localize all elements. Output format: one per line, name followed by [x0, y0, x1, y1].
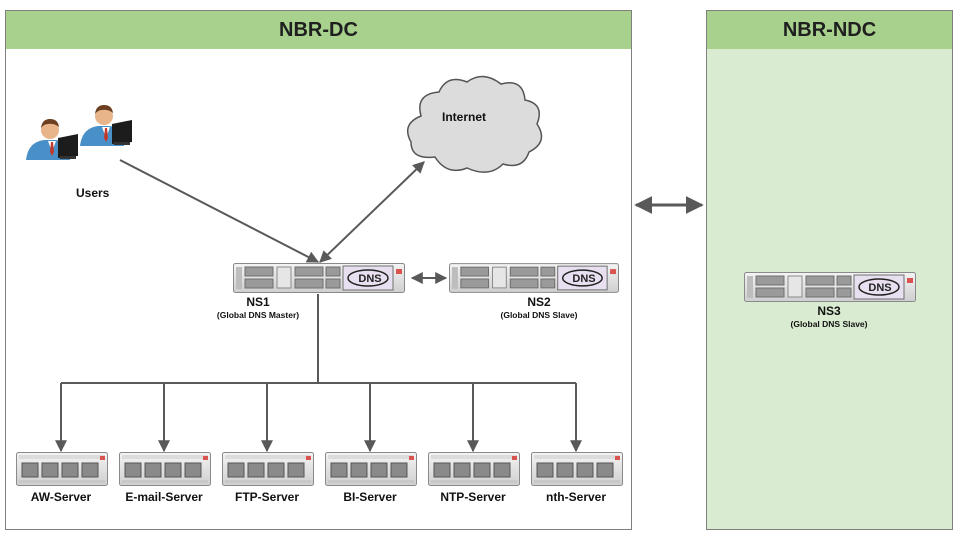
nbr-ndc-panel: NBR-NDC [706, 10, 953, 530]
server-drop-lines [55, 383, 582, 453]
server-label: NTP-Server [440, 490, 506, 504]
ns1-to-internet-link [319, 161, 425, 263]
users-to-ns1-link [119, 159, 320, 263]
ns2-name-label: NS2 [527, 295, 551, 309]
ns3-name-label: NS3 [817, 304, 841, 318]
server-label: BI-Server [343, 490, 397, 504]
users-label: Users [76, 186, 110, 200]
ns2-dns-badge: DNS [572, 273, 595, 285]
app-server-icon [119, 452, 211, 486]
nbr-dc-title: NBR-DC [6, 11, 631, 49]
app-server-icon [16, 452, 108, 486]
ns1-role-label: (Global DNS Master) [216, 310, 300, 320]
app-server-icon [428, 452, 520, 486]
server-label: AW-Server [30, 490, 92, 504]
app-server-icon [222, 452, 314, 486]
ns1-dns-badge: DNS [358, 273, 381, 285]
user-person-icon [80, 105, 132, 146]
ns3-dns-badge: DNS [868, 282, 891, 294]
user-person-icon [26, 119, 78, 160]
ns3-role-label: (Global DNS Slave) [790, 319, 868, 329]
server-label: E-mail-Server [125, 490, 203, 504]
app-servers [16, 452, 623, 486]
app-server-icon [531, 452, 623, 486]
nbr-ndc-title: NBR-NDC [707, 11, 952, 49]
server-label: nth-Server [545, 490, 607, 504]
server-label: FTP-Server [234, 490, 300, 504]
ns1-name-label: NS1 [246, 295, 270, 309]
app-server-icon [325, 452, 417, 486]
ns2-role-label: (Global DNS Slave) [500, 310, 578, 320]
internet-label: Internet [442, 110, 487, 124]
internet-cloud [406, 75, 543, 173]
